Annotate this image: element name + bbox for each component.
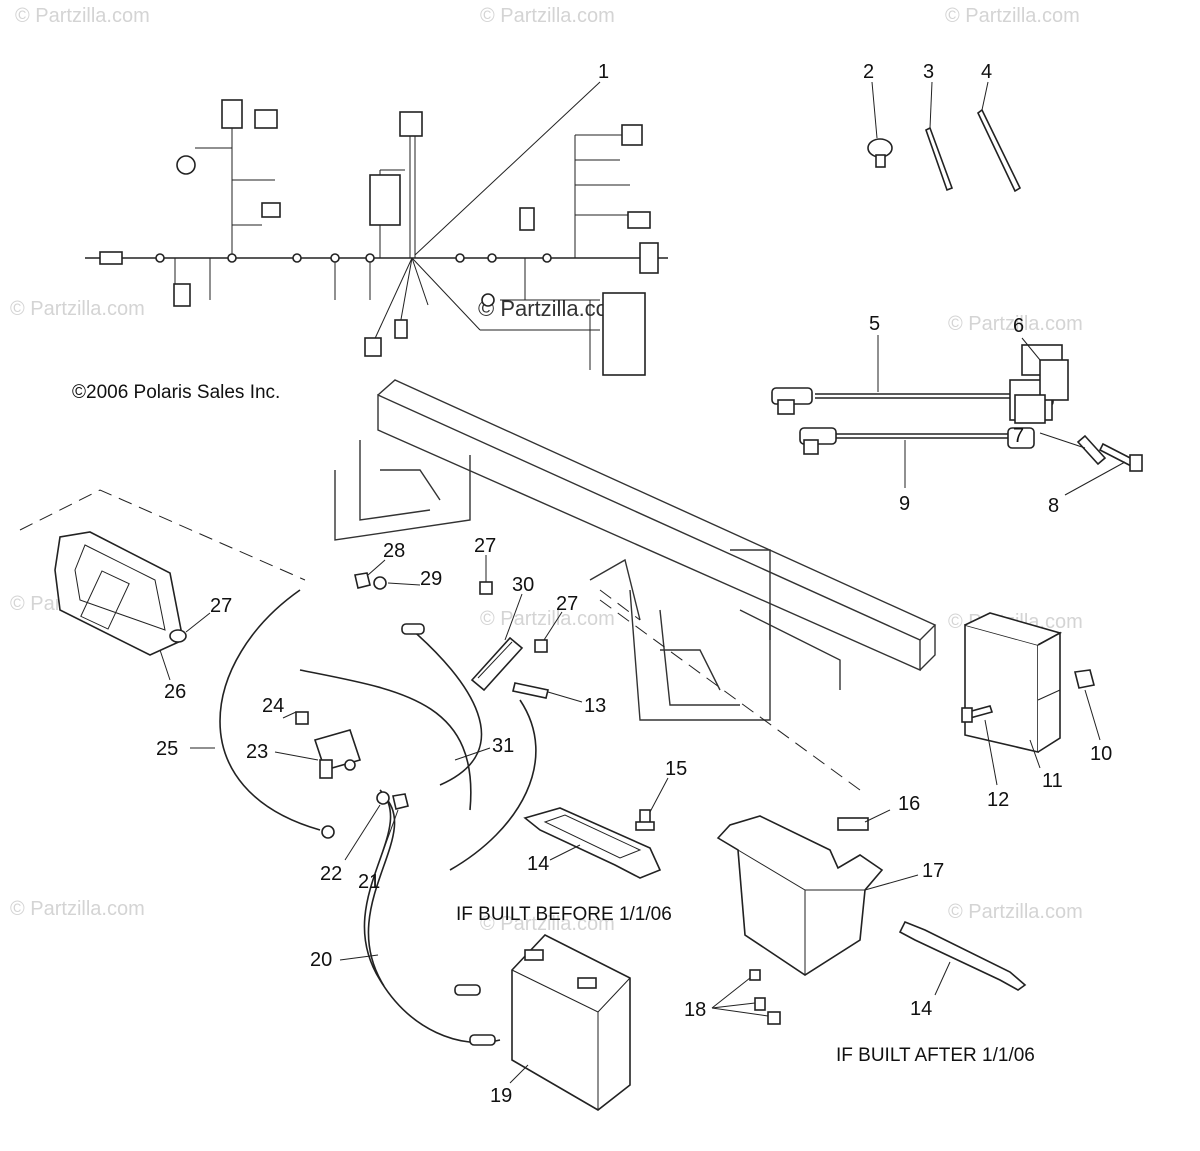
callout-16: 16 bbox=[898, 793, 920, 815]
watermark: © Partzilla.com bbox=[10, 298, 145, 320]
part-27-fastener[interactable] bbox=[534, 639, 548, 653]
part-8-bolt[interactable] bbox=[1098, 442, 1143, 472]
callout-27: 27 bbox=[556, 593, 578, 615]
chassis-frame bbox=[334, 379, 937, 721]
part-22-washer[interactable] bbox=[376, 791, 390, 805]
part-12-bolt[interactable] bbox=[961, 705, 994, 723]
part-17-battery-box[interactable] bbox=[716, 815, 884, 976]
callout-8: 8 bbox=[1048, 495, 1059, 517]
callout-22: 22 bbox=[320, 863, 342, 885]
part-29-washer[interactable] bbox=[373, 576, 387, 590]
callout-labels: 1 2 3 4 5 6 7 8 9 10 11 12 13 14 14 15 1… bbox=[156, 61, 1112, 1107]
part-31-cable[interactable] bbox=[299, 623, 483, 811]
callout-4: 4 bbox=[981, 61, 992, 83]
callout-21: 21 bbox=[358, 871, 380, 893]
callout-10: 10 bbox=[1090, 743, 1112, 765]
wiring-harness[interactable] bbox=[85, 99, 668, 376]
callout-3: 3 bbox=[923, 61, 934, 83]
watermark: © Partzilla.com bbox=[480, 608, 615, 630]
part-28-nut[interactable] bbox=[354, 572, 371, 589]
part-21-nut[interactable] bbox=[392, 793, 409, 810]
part-14-bracket-after[interactable] bbox=[898, 920, 1027, 991]
callout-29: 29 bbox=[420, 568, 442, 590]
watermark: © Partzilla.com bbox=[948, 901, 1083, 923]
part-24-bolt[interactable] bbox=[295, 711, 309, 725]
part-9-sensor-cable[interactable] bbox=[799, 427, 1035, 455]
watermark: © Partzilla.com bbox=[10, 898, 145, 920]
callout-28: 28 bbox=[383, 540, 405, 562]
note-built-before: IF BUILT BEFORE 1/1/06 bbox=[456, 904, 672, 925]
part-23-starter-solenoid[interactable] bbox=[313, 729, 362, 779]
part-4-cable-tie[interactable] bbox=[976, 108, 1022, 193]
callout-2: 2 bbox=[863, 61, 874, 83]
note-built-after: IF BUILT AFTER 1/1/06 bbox=[836, 1045, 1035, 1066]
callout-12: 12 bbox=[987, 789, 1009, 811]
part-15-screw[interactable] bbox=[635, 809, 655, 831]
part-6-relay[interactable] bbox=[1009, 344, 1069, 424]
callout-1: 1 bbox=[598, 61, 609, 83]
callout-18: 18 bbox=[684, 999, 706, 1021]
part-2-clamp[interactable] bbox=[867, 138, 893, 168]
part-7-bushing[interactable] bbox=[1076, 434, 1107, 466]
callout-27: 27 bbox=[474, 535, 496, 557]
watermark: © Partzilla.com bbox=[948, 313, 1083, 335]
callout-26: 26 bbox=[164, 681, 186, 703]
callout-13: 13 bbox=[584, 695, 606, 717]
part-18-fasteners[interactable] bbox=[749, 969, 781, 1025]
watermark: © Partzilla.com bbox=[480, 913, 615, 935]
callout-20: 20 bbox=[310, 949, 332, 971]
part-14-bracket-before[interactable] bbox=[523, 807, 662, 879]
watermark: © Partzilla.com bbox=[15, 5, 150, 27]
callout-17: 17 bbox=[922, 860, 944, 882]
part-19-battery[interactable] bbox=[511, 934, 631, 1111]
copyright: ©2006 Polaris Sales Inc. bbox=[72, 382, 280, 403]
callout-31: 31 bbox=[492, 735, 514, 757]
watermarks: © Partzilla.com © Partzilla.com © Partzi… bbox=[10, 5, 1083, 935]
callout-7: 7 bbox=[1013, 425, 1024, 447]
watermark: © Partzilla.com bbox=[945, 5, 1080, 27]
part-11-ecu[interactable] bbox=[964, 612, 1063, 754]
callout-19: 19 bbox=[490, 1085, 512, 1107]
callout-27: 27 bbox=[210, 595, 232, 617]
callout-14: 14 bbox=[527, 853, 549, 875]
callout-14: 14 bbox=[910, 998, 932, 1020]
part-25-cable[interactable] bbox=[219, 589, 335, 839]
part-3-cable-tie[interactable] bbox=[925, 126, 954, 192]
part-16-label[interactable] bbox=[837, 817, 869, 831]
part-10-nut[interactable] bbox=[1074, 669, 1095, 689]
callout-9: 9 bbox=[899, 493, 910, 515]
callout-6: 6 bbox=[1013, 315, 1024, 337]
watermark: © Partzilla.com bbox=[480, 5, 615, 27]
part-27-fastener[interactable] bbox=[479, 581, 493, 595]
part-13-link[interactable] bbox=[512, 682, 549, 699]
callout-24: 24 bbox=[262, 695, 284, 717]
callout-25: 25 bbox=[156, 738, 178, 760]
part-30-fuse-block[interactable] bbox=[470, 636, 524, 692]
callout-30: 30 bbox=[512, 574, 534, 596]
callout-11: 11 bbox=[1042, 770, 1063, 792]
callout-5: 5 bbox=[869, 313, 880, 335]
part-20-cable[interactable] bbox=[363, 699, 537, 1046]
callout-15: 15 bbox=[665, 758, 687, 780]
part-26-cover[interactable] bbox=[54, 531, 184, 656]
callout-23: 23 bbox=[246, 741, 268, 763]
part-27-fastener[interactable] bbox=[169, 629, 187, 643]
